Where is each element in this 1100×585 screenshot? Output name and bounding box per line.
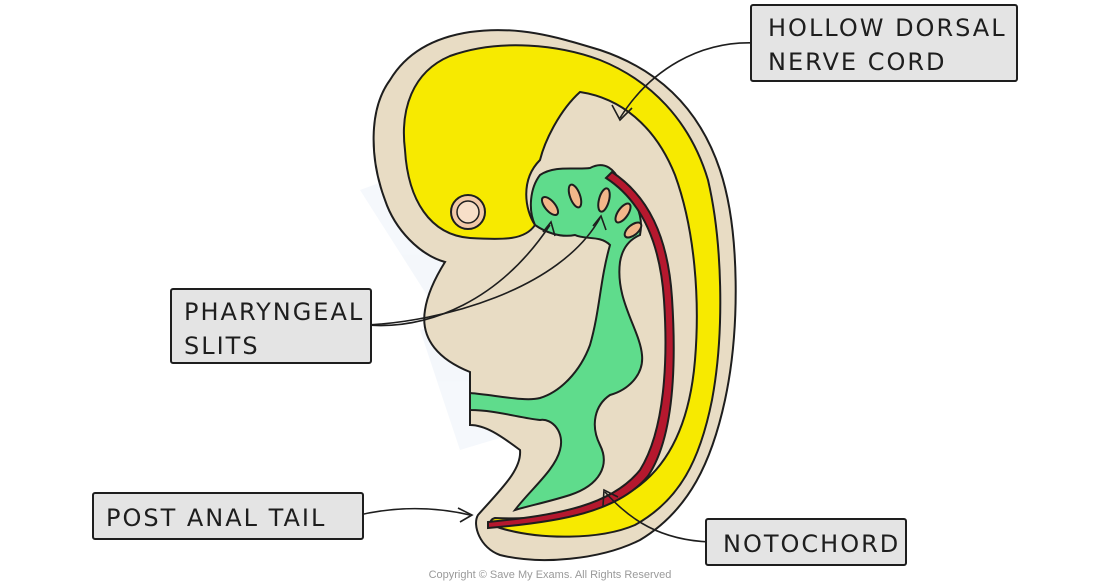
pharyngeal-pointer-2 [365,217,601,326]
nerve-cord-arrowhead [611,104,633,122]
copyright-footer: Copyright © Save My Exams. All Rights Re… [428,569,672,581]
nerve-cord-pointer [619,42,758,119]
slit-3 [597,187,611,213]
eye-spot-inner [456,200,480,224]
pharyngeal-pointer-1 [365,224,551,327]
label-line-1: PHARYNGEAL [184,298,365,326]
label-line-1: HOLLOW DORSAL [768,14,1007,42]
pharynx-gut [469,164,644,512]
tail-arrowhead [457,507,474,523]
slit-2 [567,183,583,209]
label-hollow-dorsal-nerve-cord: HOLLOW DORSAL NERVE CORD [750,4,1018,82]
label-line-2: SLITS [184,332,260,360]
label-text: POST ANAL TAIL [106,504,327,532]
pharyngeal-arrowhead-1 [542,220,556,237]
pharyngeal-arrowhead-2 [592,214,607,231]
label-post-anal-tail: POST ANAL TAIL [92,492,364,540]
notochord-rod [487,170,675,530]
slit-4 [614,202,632,224]
tail-pointer [354,507,471,517]
label-notochord: NOTOCHORD [705,518,907,566]
notochord-pointer [604,491,711,543]
notochord-arrowhead [602,488,619,507]
slit-1 [540,195,560,217]
label-pharyngeal-slits: PHARYNGEAL SLITS [170,288,372,364]
pharyngeal-slits [540,183,643,239]
label-text: NOTOCHORD [723,530,901,558]
slit-5 [623,221,643,239]
label-line-2: NERVE CORD [768,48,947,76]
